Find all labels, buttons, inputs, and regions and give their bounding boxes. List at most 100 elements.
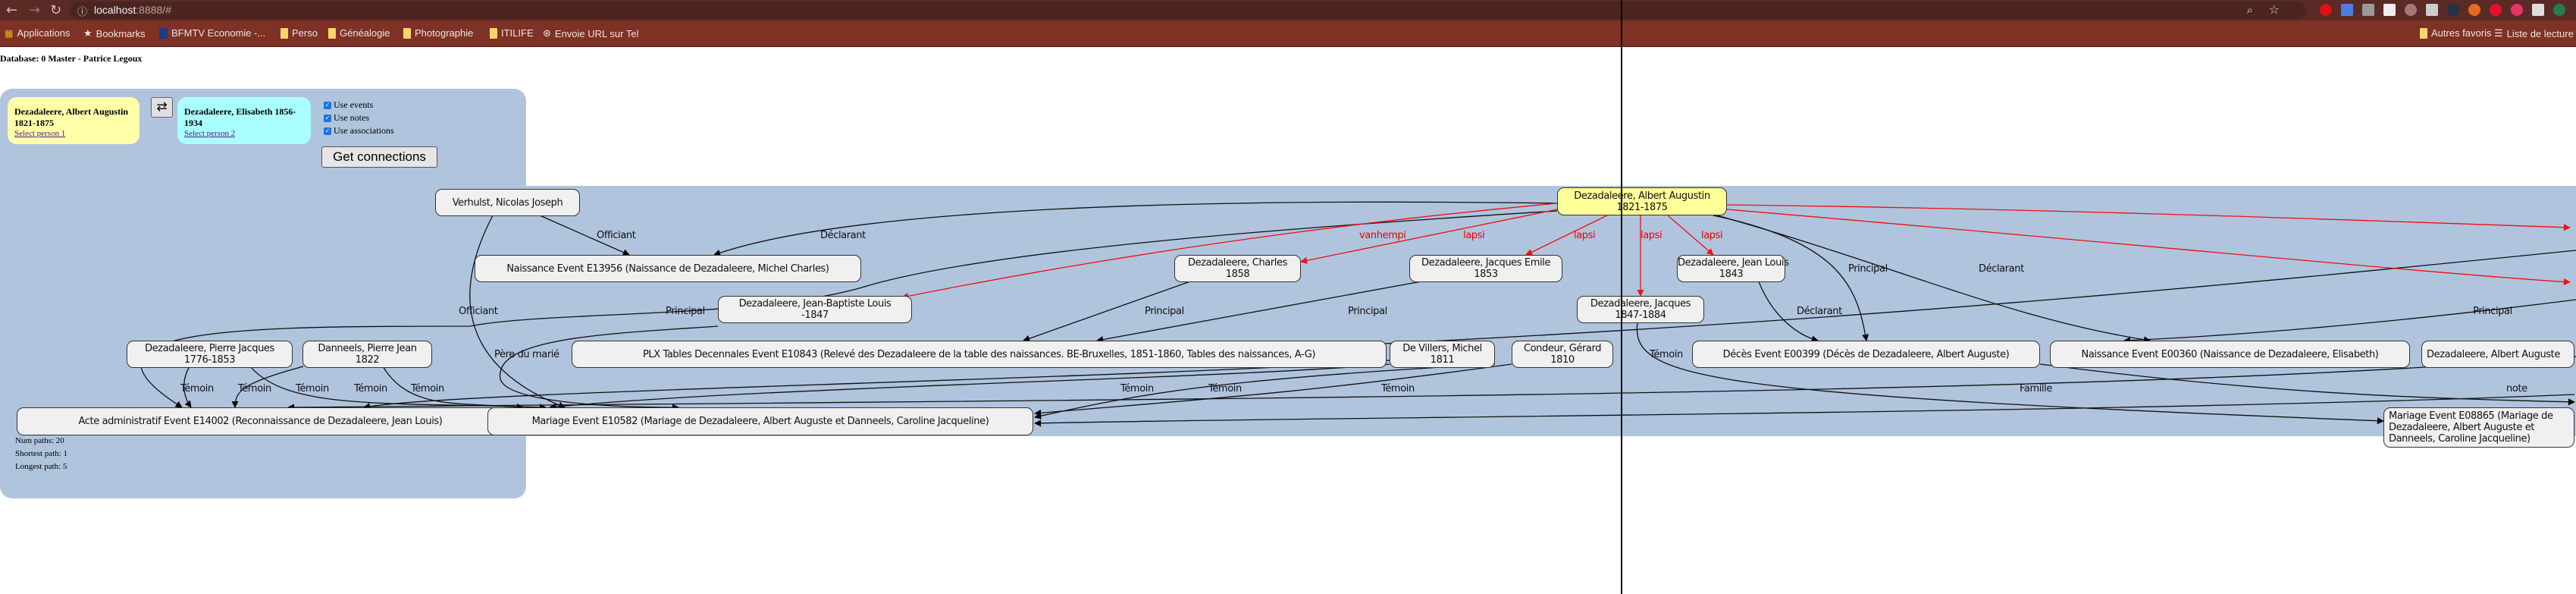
checkbox-checked-icon[interactable]: ✓: [324, 114, 331, 122]
url-text[interactable]: localhost:8888/#: [94, 4, 171, 16]
reading-list-icon: ☰: [2494, 27, 2503, 39]
edge-label: Principal: [2473, 306, 2512, 317]
edge-label: note: [2506, 383, 2527, 394]
node-deces-e00399[interactable]: Décès Event E00399 (Décès de Dezadaleere…: [1692, 341, 2040, 368]
bookmark-genealogie[interactable]: Généalogie: [328, 27, 390, 39]
edge: [1096, 281, 1422, 344]
edge-red: [1300, 209, 1558, 264]
bfmtv-icon: [159, 27, 168, 39]
edge-label: Officiant: [459, 306, 498, 317]
edge: [1716, 215, 2151, 344]
reload-icon[interactable]: ↻: [50, 2, 62, 18]
info-icon[interactable]: ⓘ: [77, 7, 88, 18]
edge-label: Déclarant: [820, 230, 866, 241]
back-icon[interactable]: ←: [6, 2, 18, 18]
get-connections-button[interactable]: Get connections: [321, 146, 437, 168]
checkbox-checked-icon[interactable]: ✓: [324, 127, 331, 135]
bookmark-itilife[interactable]: ITILIFE: [490, 27, 534, 39]
checkbox-label: Use events: [334, 99, 374, 110]
reading-list[interactable]: ☰Liste de lecture: [2494, 27, 2574, 39]
node-naissance-e00360[interactable]: Naissance Event E00360 (Naissance de Dez…: [2050, 341, 2410, 368]
edge: [1368, 250, 2576, 348]
edge: [539, 215, 630, 256]
extension-dropbox-icon[interactable]: [2405, 4, 2417, 16]
person2-box: Dezadaleere, Elisabeth 1856-1934 Select …: [177, 97, 311, 144]
shortest-path: Shortest path: 1: [15, 449, 68, 458]
use-associations-checkbox[interactable]: ✓Use associations: [324, 125, 394, 137]
select-person1-link[interactable]: Select person 1: [14, 129, 66, 138]
swap-persons-button[interactable]: ⇄: [151, 97, 173, 118]
bookmark-label: Perso: [292, 27, 318, 39]
bookmark-envoie-url[interactable]: ⊛Envoie URL sur Tel: [543, 27, 638, 39]
node-jean-baptiste[interactable]: Dezadaleere, Jean-Baptiste Louis-1847: [718, 296, 912, 323]
num-paths: Num paths: 20: [15, 436, 64, 445]
node-label: De Villers, Michel: [1402, 343, 1482, 354]
edge-label: Déclarant: [1979, 263, 2024, 275]
edge-red: [1525, 215, 1608, 256]
bookmark-autres-favoris[interactable]: Autres favoris: [2420, 27, 2491, 39]
bookmark-label: Autres favoris: [2431, 27, 2492, 39]
extension-doc-icon[interactable]: [2532, 4, 2544, 16]
edge-label: Témoin: [353, 383, 387, 394]
forward-icon[interactable]: →: [29, 2, 41, 18]
extension-camera-icon[interactable]: [2383, 4, 2396, 16]
extension-lock-icon[interactable]: [2447, 4, 2459, 16]
extension-icon[interactable]: [2511, 4, 2523, 16]
node-mariage-e08865[interactable]: Mariage Event E08865 (Mariage de Dezadal…: [2383, 407, 2574, 448]
extension-translate-icon[interactable]: [2341, 4, 2353, 16]
vertical-guide-line: [1621, 0, 1622, 594]
bookmark-photographie[interactable]: Photographie: [403, 27, 473, 39]
extension-icon[interactable]: [2426, 4, 2438, 16]
edge: [2123, 299, 2576, 344]
extension-icon[interactable]: [2490, 4, 2502, 16]
node-acte-e14002[interactable]: Acte administratif Event E14002 (Reconna…: [17, 407, 504, 435]
person1-name: Dezadaleere, Albert Augustin 1821-1875: [14, 106, 129, 128]
checkbox-checked-icon[interactable]: ✓: [324, 101, 331, 109]
bookmark-star-icon[interactable]: ☆: [2268, 2, 2280, 17]
node-naissance-e13956[interactable]: Naissance Event E13956 (Naissance de Dez…: [475, 255, 861, 282]
node-dates: 1821-1875: [1616, 201, 1668, 213]
edge-label: Témoin: [410, 383, 444, 394]
edge-red: [901, 203, 1558, 300]
edge: [549, 363, 1390, 410]
zoom-icon[interactable]: ⌕: [2246, 3, 2253, 17]
bookmark-bfmtv[interactable]: BFMTV Economie -...: [159, 27, 265, 39]
node-plx-tables[interactable]: PLX Tables Decennales Event E10843 (Rele…: [572, 341, 1387, 368]
address-bar[interactable]: ⓘ localhost:8888/# ⌕ ☆: [70, 2, 2306, 19]
extension-adblock-icon[interactable]: [2320, 4, 2332, 16]
bookmark-perso[interactable]: Perso: [280, 27, 318, 39]
use-events-checkbox[interactable]: ✓Use events: [324, 99, 373, 111]
person1-box: Dezadaleere, Albert Augustin 1821-1875 S…: [8, 97, 139, 144]
edge: [249, 366, 547, 411]
edge: [382, 366, 524, 410]
edge-label: Principal: [1145, 306, 1184, 317]
extension-b-icon[interactable]: [2468, 4, 2480, 16]
bookmark-applications[interactable]: ▦Applications: [5, 27, 70, 39]
extension-icon[interactable]: [2553, 4, 2565, 16]
edge-label: Principal: [666, 306, 705, 317]
select-person2-link[interactable]: Select person 2: [184, 129, 236, 138]
node-label: Acte administratif Event E14002 (Reconna…: [78, 416, 443, 427]
bookmark-bookmarks[interactable]: ★Bookmarks: [83, 27, 146, 39]
node-dates: 1853: [1474, 269, 1498, 280]
star-icon: ★: [83, 27, 92, 39]
node-dates: 1810: [1550, 354, 1575, 366]
node-verhulst[interactable]: Verhulst, Nicolas Joseph: [435, 189, 580, 216]
node-dates: 1847-1884: [1615, 310, 1666, 321]
extension-icon[interactable]: [2362, 4, 2374, 16]
folder-icon: [2420, 27, 2427, 39]
use-notes-checkbox[interactable]: ✓Use notes: [324, 112, 369, 124]
node-mariage-e10582[interactable]: Mariage Event E10582 (Mariage de Dezadal…: [487, 407, 1033, 435]
node-albert-auguste[interactable]: Dezadaleere, Albert Auguste: [2421, 341, 2574, 368]
node-dates: 1843: [1719, 269, 1744, 280]
bookmark-label: Généalogie: [340, 27, 390, 39]
